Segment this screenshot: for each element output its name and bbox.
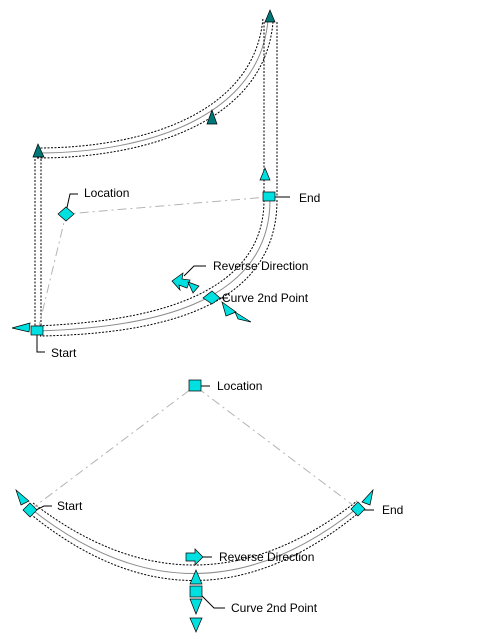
top-leader-reverse: [183, 265, 206, 277]
top-end-square-grip-icon[interactable]: [262, 191, 276, 202]
top-end-arrow-grip-icon[interactable]: [264, 9, 276, 23]
bottom-curve-square-grip-icon[interactable]: [189, 585, 203, 598]
top-diagram: Location End Reverse Direction Curve 2nd…: [11, 9, 320, 360]
top-start-arrow-grip-icon[interactable]: [11, 322, 31, 333]
top-curve-diamond-grip-icon[interactable]: [202, 290, 221, 305]
top-upper-rail: [36, 17, 274, 159]
top-label-location: Location: [84, 186, 129, 200]
bottom-location-square-grip-icon[interactable]: [188, 379, 202, 392]
top-location-diamond-grip-icon[interactable]: [57, 206, 75, 222]
top-curve-arrow-grip-icon[interactable]: [221, 301, 237, 317]
bottom-end-arrow-grip-icon[interactable]: [361, 488, 374, 506]
bottom-start-diamond-grip-icon[interactable]: [22, 502, 38, 518]
top-left-arrow-grip-icon[interactable]: [32, 143, 45, 158]
top-lower-rail: [34, 199, 278, 337]
top-start-square-grip-icon[interactable]: [30, 325, 44, 336]
top-leader-start: [36, 335, 45, 353]
bottom-curve-down-arrow-grip-icon[interactable]: [189, 598, 203, 615]
top-middle-arrow-grip-icon[interactable]: [206, 108, 218, 125]
top-right-rail: [263, 22, 278, 196]
top-label-curve-2nd-point: Curve 2nd Point: [222, 291, 309, 305]
bottom-curve-up-arrow-grip-icon[interactable]: [189, 569, 203, 585]
bottom-diagram: Location Start End Reverse Direction Cur…: [15, 379, 403, 633]
top-label-end: End: [299, 191, 320, 205]
bottom-label-start: Start: [57, 499, 83, 513]
bottom-label-curve-2nd-point: Curve 2nd Point: [231, 601, 318, 615]
bottom-curve-down-arrow-grip-2-icon[interactable]: [189, 617, 203, 633]
top-curve-arrow-grip-2-icon[interactable]: [234, 311, 252, 323]
bottom-end-diamond-grip-icon[interactable]: [350, 501, 366, 517]
bottom-label-reverse-direction: Reverse Direction: [219, 550, 314, 564]
top-label-start: Start: [51, 346, 77, 360]
bottom-label-location: Location: [217, 379, 262, 393]
bottom-reverse-arrow-grip-icon[interactable]: [185, 548, 204, 566]
top-end-up-arrow-grip-icon[interactable]: [259, 167, 271, 181]
bottom-start-arrow-grip-icon[interactable]: [15, 488, 30, 506]
bottom-label-end: End: [382, 503, 403, 517]
bottom-guide-line: [29, 385, 359, 511]
bottom-leader-start: [35, 505, 52, 511]
bottom-leader-curve: [199, 593, 225, 609]
top-leader-location: [65, 193, 78, 213]
top-left-rail: [34, 152, 42, 328]
top-label-reverse-direction: Reverse Direction: [213, 259, 308, 273]
top-reverse-arrow-grip-icon[interactable]: [171, 272, 191, 292]
top-reverse-arrow-grip-2-icon[interactable]: [187, 281, 200, 294]
